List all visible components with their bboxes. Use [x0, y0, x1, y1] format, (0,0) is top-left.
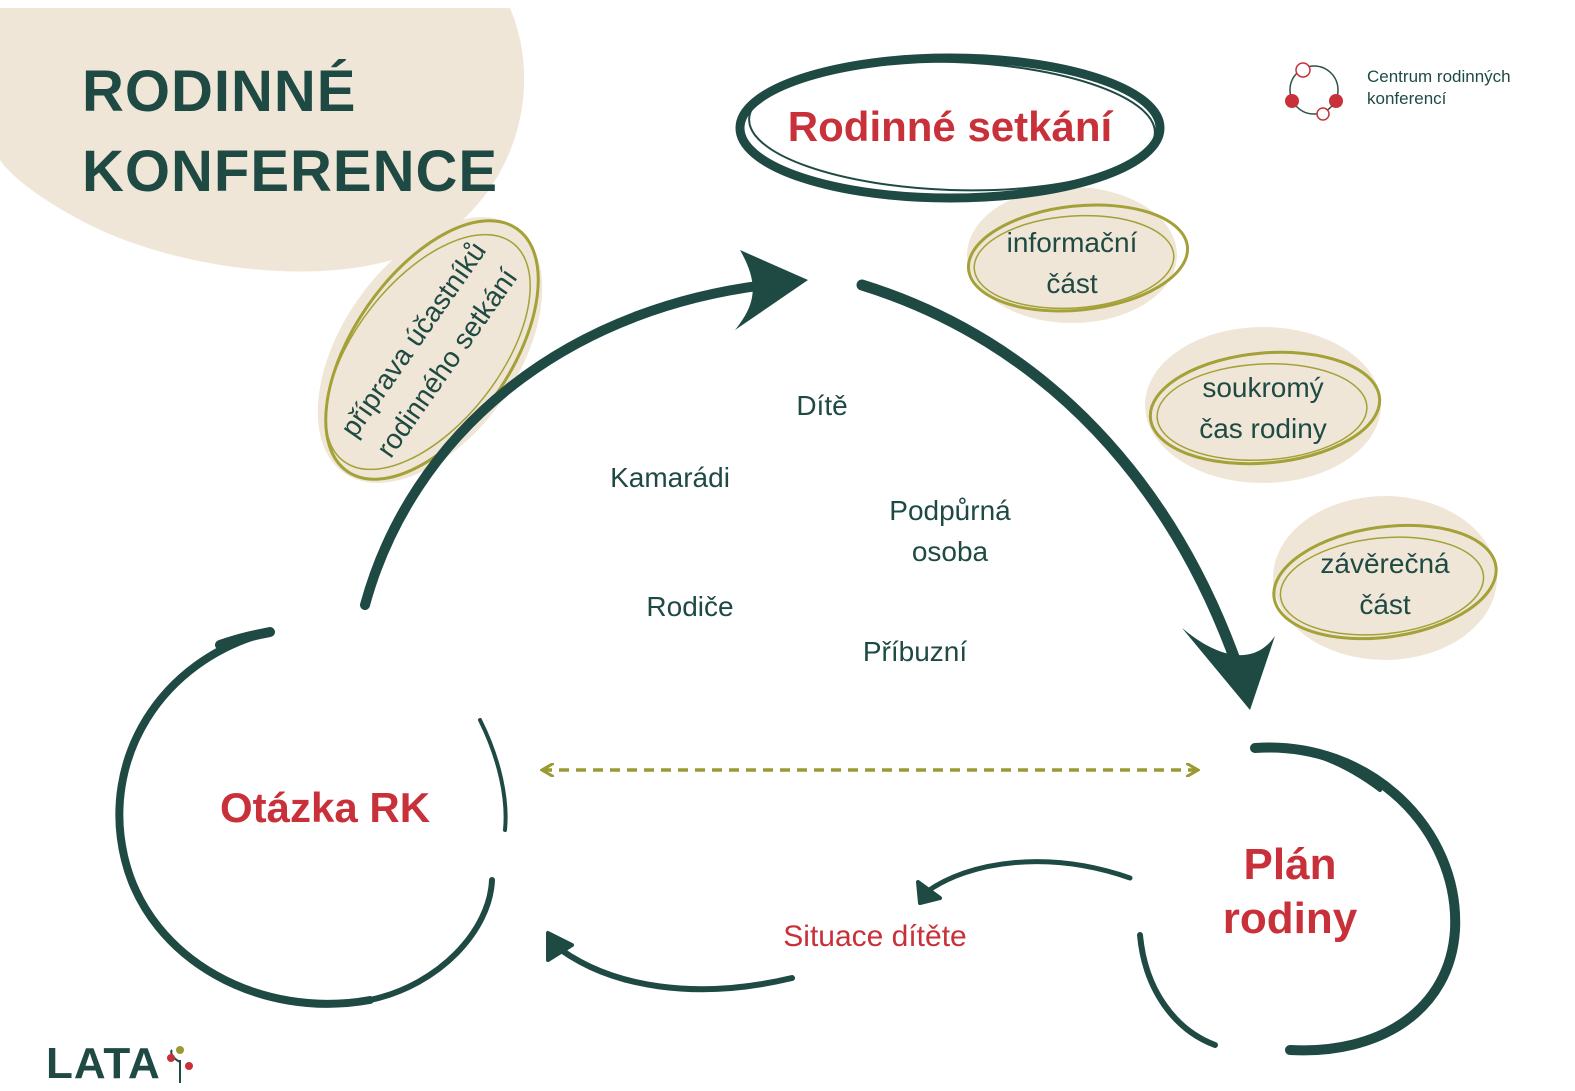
final-blob	[1273, 496, 1497, 660]
page-title-line2: KONFERENCE	[82, 139, 499, 204]
arrow-plan-to-situation	[922, 859, 1133, 896]
phase-private-time: soukromý čas rodiny	[1163, 367, 1363, 449]
participant-support-line2: osoba	[911, 536, 989, 567]
meeting-ellipse	[735, 53, 1165, 203]
participant-support-line1: Podpůrná	[889, 495, 1011, 526]
participant-parents: Rodiče	[646, 591, 734, 622]
phase-private-time-line2: čas rodiny	[1199, 413, 1327, 444]
page-title-line1: RODINNÉ	[82, 59, 357, 124]
title-blob	[0, 8, 525, 272]
phase-information-line2: část	[1046, 268, 1098, 299]
node-plan-line2: rodiny	[1222, 894, 1358, 943]
phase-final-line1: závěrečná	[1320, 548, 1450, 579]
node-meeting: Rodinné setkání	[787, 103, 1113, 150]
phase-final-line2: část	[1359, 589, 1411, 620]
organization-name-line1: Centrum rodinných	[1367, 67, 1511, 86]
arrow-situation-to-question	[549, 940, 795, 993]
node-question: Otázka RK	[219, 784, 431, 831]
brand-logo: LATA	[46, 1039, 161, 1088]
participant-relatives: Příbuzní	[862, 636, 968, 667]
participant-friends: Kamarádi	[610, 462, 730, 493]
preparation-blob	[317, 217, 543, 483]
node-child-situation: Situace dítěte	[783, 920, 967, 953]
information-blob	[967, 187, 1177, 323]
node-plan: Plán rodiny	[1180, 838, 1400, 946]
phase-private-time-line1: soukromý	[1202, 372, 1324, 403]
organization-name: Centrum rodinných konferencí	[1367, 66, 1575, 110]
page-title: RODINNÉ KONFERENCE	[82, 52, 498, 212]
arrow-to-meeting	[360, 277, 800, 610]
question-circle	[115, 627, 508, 1008]
phase-final: závěrečná část	[1285, 543, 1485, 625]
node-plan-line1: Plán	[1243, 840, 1337, 889]
participant-child: Dítě	[796, 390, 848, 421]
arrow-to-plan	[856, 279, 1254, 704]
plan-circle	[1137, 742, 1461, 1056]
organization-name-line2: konferencí	[1367, 89, 1447, 108]
phase-information-line1: informační	[1006, 227, 1138, 258]
sprout-icon	[167, 1046, 193, 1083]
circle-logo-icon	[1285, 62, 1343, 121]
participant-support: Podpůrná osoba	[860, 490, 1040, 572]
phase-information: informační část	[972, 222, 1172, 304]
